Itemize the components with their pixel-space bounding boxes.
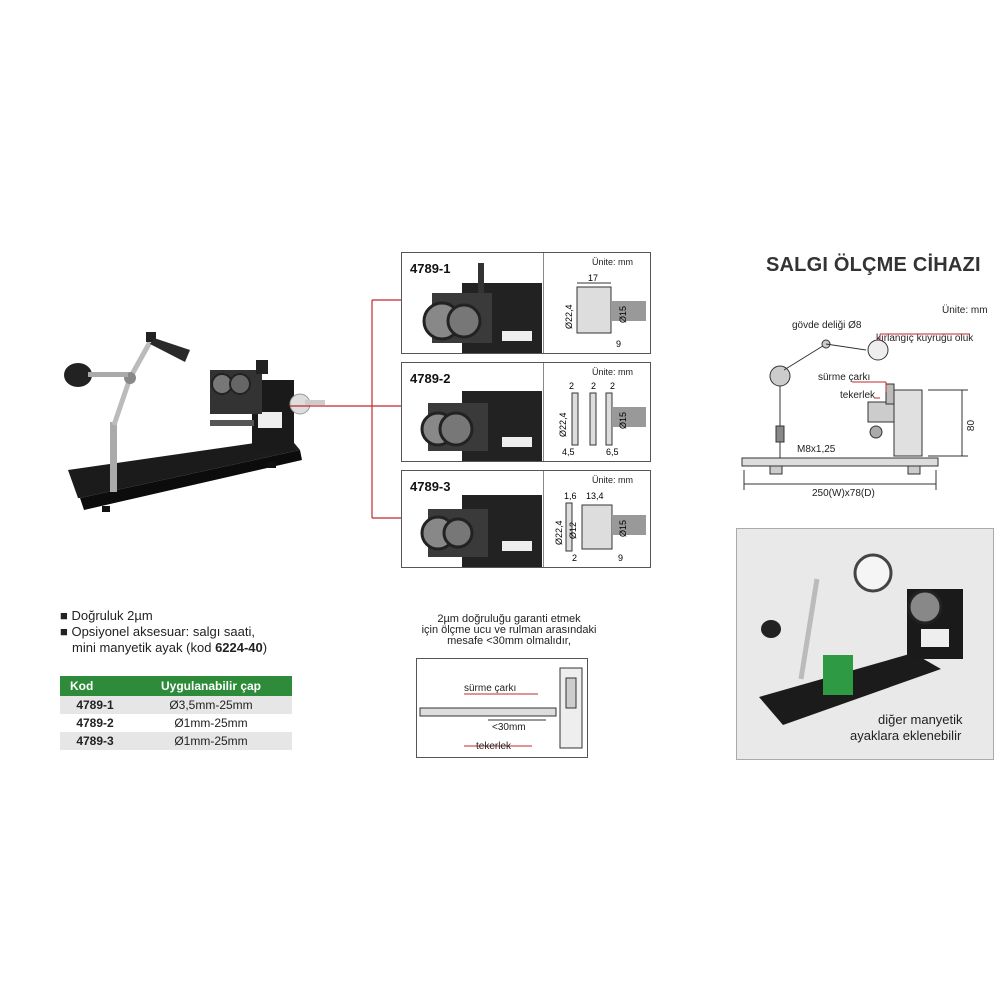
unit-label: Ünite: mm xyxy=(592,257,634,267)
col-header-kod: Kod xyxy=(60,676,130,696)
table-row: 4789-3 Ø1mm-25mm xyxy=(60,732,292,750)
variant-code: 4789-3 xyxy=(410,479,451,494)
surme-label: sürme çarkı xyxy=(818,372,871,383)
note-diagram xyxy=(416,658,588,758)
variant-panel-4789-3: 4789-3 Ünite: mm 1,6 13,4 Ø22,4 Ø12 Ø15 … xyxy=(401,470,651,568)
page-title: SALGI ÖLÇME CİHAZI xyxy=(766,254,981,276)
table-row: 4789-1 Ø3,5mm-25mm xyxy=(60,696,292,714)
unit-label: Ünite: mm xyxy=(592,475,634,485)
dimension-drawing: 1,6 13,4 Ø22,4 Ø12 Ø15 2 9 xyxy=(554,491,646,563)
unit-label: Ünite: mm xyxy=(592,367,634,377)
bullet-accessory: ■ Opsiyonel aksesuar: salgı saati, xyxy=(60,624,256,639)
product-photo-box xyxy=(736,528,994,760)
kirlangic-label: kırlangıç kuyruğu oluk xyxy=(876,333,974,344)
dim-label: Ø15 xyxy=(618,306,628,323)
note-tekerlek-label: tekerlek xyxy=(476,741,512,752)
leader-lines xyxy=(290,299,402,519)
bullet-accuracy: ■ Doğruluk 2µm xyxy=(60,608,153,623)
variant-photo xyxy=(420,391,542,461)
dim-label: 13,4 xyxy=(586,491,604,501)
dim-label: Ø12 xyxy=(568,522,578,539)
table-cell: Ø1mm-25mm xyxy=(130,732,292,750)
table-cell: 4789-2 xyxy=(60,714,130,732)
dim-label: 2 xyxy=(591,381,596,391)
main-product-illustration xyxy=(64,332,325,512)
dim-label: 9 xyxy=(618,553,623,563)
photo-caption-line2: ayaklara eklenebilir xyxy=(850,728,962,743)
unit-label: Ünite: mm xyxy=(942,305,988,316)
dim-label: 2 xyxy=(569,381,574,391)
table-cell: Ø1mm-25mm xyxy=(130,714,292,732)
dim-label: Ø22,4 xyxy=(564,304,574,329)
accuracy-note: 2µm doğruluğu garanti etmek için ölçme u… xyxy=(421,613,597,647)
note-distance-label: <30mm xyxy=(492,722,526,733)
govde-label: gövde deliği Ø8 xyxy=(792,320,862,331)
dimension-drawing: 2 2 2 Ø22,4 Ø15 4,5 6,5 xyxy=(558,381,646,457)
note-surme-label: sürme çarkı xyxy=(464,683,517,694)
variant-code: 4789-1 xyxy=(410,261,451,276)
col-header-cap: Uygulanabilir çap xyxy=(130,676,292,696)
variant-photo xyxy=(422,263,542,353)
technical-diagram xyxy=(741,333,970,490)
variant-photo xyxy=(420,495,542,567)
product-photo xyxy=(759,553,963,725)
variant-code: 4789-2 xyxy=(410,371,451,386)
dim-label: 6,5 xyxy=(606,447,619,457)
tekerlek-label: tekerlek xyxy=(840,390,876,401)
variant-panel-4789-2: 4789-2 Ünite: mm 2 2 2 Ø22,4 Ø15 4,5 6,5 xyxy=(401,362,651,462)
dim-label: 1,6 xyxy=(564,491,577,501)
dim-label: Ø22,4 xyxy=(558,412,568,437)
dim-label: 2 xyxy=(610,381,615,391)
table-cell: 4789-3 xyxy=(60,732,130,750)
dim-label: 17 xyxy=(588,273,598,283)
bullet-accessory-cont: mini manyetik ayak (kod 6224-40) xyxy=(72,640,268,655)
table-cell: 4789-1 xyxy=(60,696,130,714)
dim-label: Ø22,4 xyxy=(554,520,564,545)
table-row: 4789-2 Ø1mm-25mm xyxy=(60,714,292,732)
variant-panel-4789-1: 4789-1 Ünite: mm 17 Ø22,4 Ø15 9 xyxy=(401,252,651,354)
thread-label: M8x1,25 xyxy=(797,444,836,455)
dim-label: 2 xyxy=(572,553,577,563)
size-label: 250(W)x78(D) xyxy=(812,488,875,499)
table-cell: Ø3,5mm-25mm xyxy=(130,696,292,714)
dim-label: Ø15 xyxy=(618,520,628,537)
dim-label: 9 xyxy=(616,339,621,349)
dim-label: 4,5 xyxy=(562,447,575,457)
photo-caption-line1: diğer manyetik xyxy=(878,712,963,727)
dim-label: Ø15 xyxy=(618,412,628,429)
codes-table: Kod Uygulanabilir çap 4789-1 Ø3,5mm-25mm… xyxy=(60,676,292,750)
dimension-drawing: 17 Ø22,4 Ø15 9 xyxy=(564,273,646,349)
